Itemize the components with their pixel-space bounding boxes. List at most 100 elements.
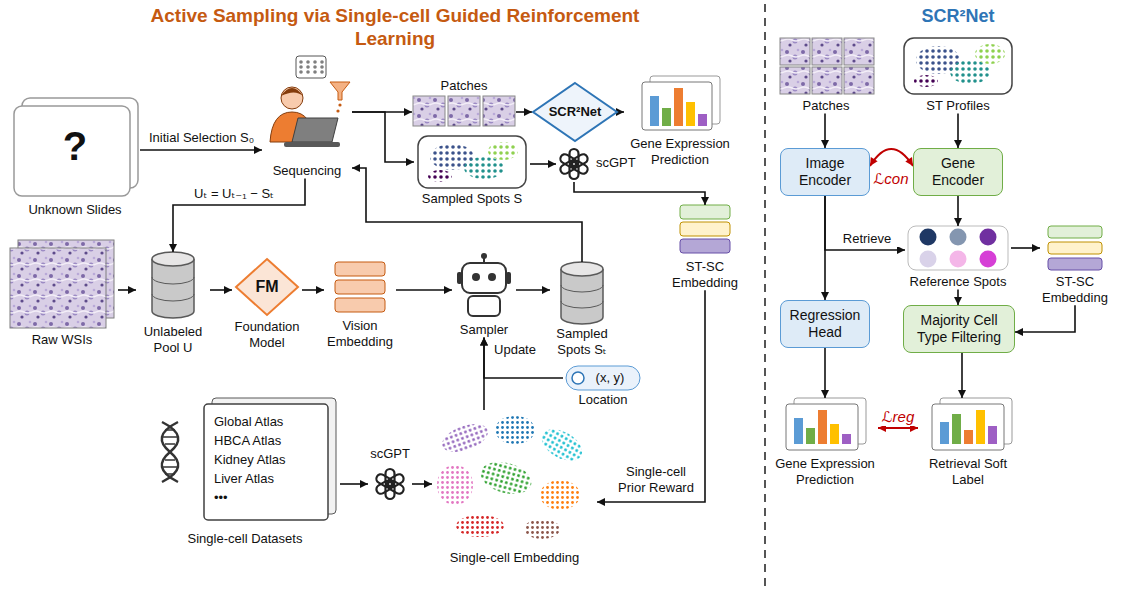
arrowhead bbox=[821, 292, 829, 300]
bar-chart-icon bbox=[830, 424, 839, 444]
arrowhead bbox=[954, 297, 962, 305]
node-label: Image Encoder bbox=[787, 155, 863, 189]
connector bbox=[530, 160, 556, 168]
arrowhead bbox=[424, 480, 432, 488]
annotator-icon bbox=[299, 70, 303, 74]
spot-map-icon bbox=[418, 136, 526, 188]
robot-icon bbox=[468, 296, 500, 316]
arrowhead bbox=[480, 338, 488, 346]
node-label: Gene Expression Prediction bbox=[624, 136, 736, 167]
embedding-scatter-plot bbox=[540, 480, 580, 510]
edge-label: Update bbox=[490, 342, 540, 358]
annotator-icon bbox=[320, 65, 324, 69]
node-label: Sampled Spots Sₜ bbox=[550, 326, 614, 357]
arrowhead bbox=[821, 140, 829, 148]
spot-map-icon bbox=[488, 142, 518, 160]
scgpt-logo bbox=[375, 469, 405, 499]
database-icon bbox=[561, 269, 603, 324]
robot-icon bbox=[462, 263, 506, 293]
annotator-icon bbox=[313, 65, 317, 69]
bar-chart-icon bbox=[818, 410, 827, 444]
embedding-bars bbox=[335, 298, 385, 312]
robot-icon bbox=[472, 273, 480, 281]
arrowhead bbox=[404, 108, 412, 116]
edge-label: Retrieve bbox=[834, 231, 900, 247]
connector bbox=[412, 480, 432, 488]
slide-stack: ?Unknown Slides bbox=[10, 98, 140, 218]
robot-icon bbox=[488, 273, 496, 281]
diamond-outline bbox=[533, 83, 617, 141]
wsi-stack: Raw WSIs bbox=[6, 240, 118, 348]
annotator-icon bbox=[270, 56, 350, 147]
patch-thumbnails bbox=[780, 67, 810, 94]
node-label: Single-cell Datasets bbox=[150, 531, 340, 547]
node-label: scGPT bbox=[368, 446, 412, 462]
connector bbox=[302, 286, 324, 294]
bar-chart-icon bbox=[940, 422, 949, 444]
annotator-icon bbox=[338, 103, 341, 106]
model-logo: scGPT bbox=[556, 146, 642, 182]
connector bbox=[821, 114, 829, 148]
node-label: Single-cell Embedding bbox=[432, 550, 597, 566]
arrowhead bbox=[360, 480, 368, 488]
edge-label: Uₜ = Uₜ₋₁ − Sₜ bbox=[178, 186, 290, 202]
encoder-box: Gene Encoder bbox=[913, 148, 1003, 196]
connector-line bbox=[824, 196, 826, 300]
patch-thumbnails bbox=[780, 38, 810, 65]
node-label: Unknown Slides bbox=[10, 202, 140, 218]
arrowhead bbox=[548, 160, 556, 168]
arrowhead bbox=[524, 108, 532, 116]
spot-map: ST Profiles bbox=[902, 38, 1014, 114]
node-label: Liver Atlas bbox=[150, 469, 340, 488]
arrowhead bbox=[224, 286, 232, 294]
node-label: Retrieval Soft Label bbox=[918, 456, 1018, 487]
embedding-bars bbox=[1048, 226, 1102, 238]
embedding-scatter-plot bbox=[477, 457, 535, 499]
connector bbox=[516, 108, 532, 116]
connector bbox=[118, 286, 136, 294]
node-label: Sampled Spots S bbox=[414, 191, 530, 207]
location-tag-shape bbox=[572, 372, 584, 384]
node-label: ••• bbox=[150, 488, 340, 507]
embedding-scatter-plot bbox=[524, 519, 560, 539]
node-label: ST-SC Embedding bbox=[660, 259, 750, 290]
arrowhead bbox=[870, 157, 878, 166]
database-icon bbox=[152, 252, 194, 318]
connector bbox=[574, 182, 709, 205]
embedding-scatter-plot bbox=[437, 416, 588, 539]
process-box: Majority Cell Type Filtering bbox=[903, 305, 1015, 353]
annotator-icon bbox=[299, 60, 303, 64]
patch-thumbnails bbox=[844, 38, 874, 65]
connector bbox=[340, 480, 368, 488]
spot-map-icon bbox=[904, 38, 1012, 94]
bar-chart-icon bbox=[662, 108, 671, 126]
dna-icon bbox=[162, 422, 178, 482]
node-label: Gene Expression Prediction bbox=[772, 456, 878, 487]
arrowhead bbox=[958, 390, 966, 398]
bar-chart-icon bbox=[988, 426, 997, 444]
bar-chart-icon bbox=[794, 418, 803, 444]
edge-label: ℒcon bbox=[871, 170, 911, 188]
node-label: FM bbox=[232, 277, 302, 297]
connector bbox=[954, 114, 962, 148]
reference-spots: Reference Spots bbox=[905, 226, 1011, 290]
connector-line bbox=[173, 179, 305, 252]
embedding-stack: ST-SC Embedding bbox=[660, 205, 750, 290]
connector bbox=[169, 179, 305, 252]
node-label: ST Profiles bbox=[902, 98, 1014, 114]
panel-title: SCR²Net bbox=[900, 6, 1016, 28]
arrowhead bbox=[905, 157, 913, 166]
node-label: Majority Cell Type Filtering bbox=[910, 312, 1008, 346]
connector bbox=[140, 146, 262, 154]
arrowhead bbox=[128, 286, 136, 294]
arrowhead bbox=[316, 286, 324, 294]
embedding-scatter-plot bbox=[437, 465, 473, 505]
connector bbox=[954, 290, 962, 305]
scgpt-logo bbox=[559, 149, 589, 179]
connector-line bbox=[484, 338, 563, 378]
annotator-icon bbox=[292, 118, 338, 142]
model-diamond: SCR²Net bbox=[532, 82, 618, 142]
annotator-icon bbox=[284, 142, 340, 147]
arrowhead bbox=[254, 146, 262, 154]
